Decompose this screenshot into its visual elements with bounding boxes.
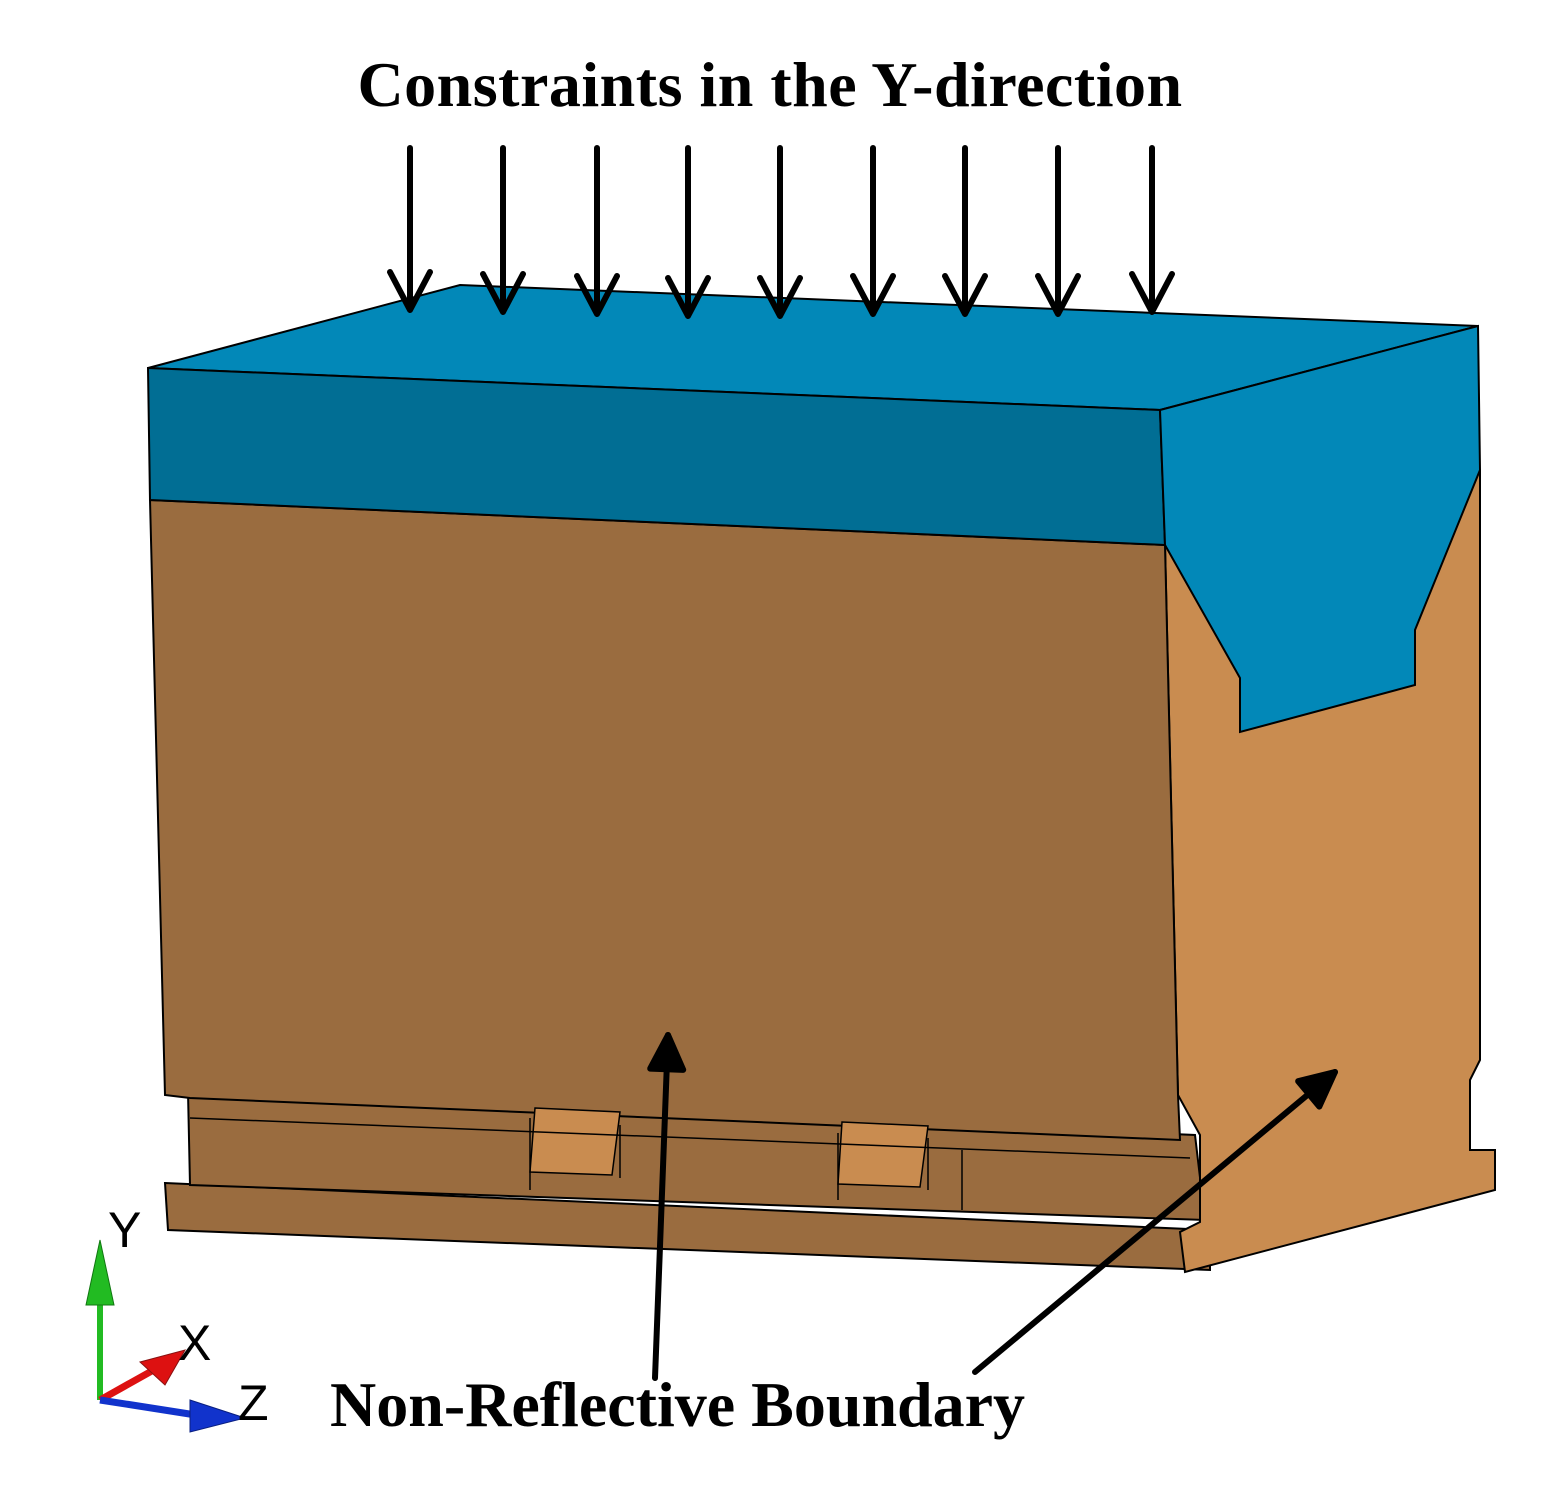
foundation-bottom-strip <box>163 1181 1211 1272</box>
constraint-arrow-head <box>942 273 988 317</box>
boundary-pointer-side-head <box>1295 1069 1338 1110</box>
recess-pocket-1 <box>529 1107 621 1176</box>
top-layer-side-face <box>1158 324 1482 734</box>
constraint-arrow-head <box>1035 273 1081 317</box>
boundary-pointer-side-shaft <box>972 1069 1338 1375</box>
constraint-arrow-head <box>574 273 620 317</box>
constraint-arrow-head <box>387 269 433 313</box>
constraint-arrow-head <box>757 275 803 319</box>
axis-y-arrowhead <box>85 1239 115 1306</box>
axis-triad <box>85 1239 247 1433</box>
constraint-arrow-head <box>850 273 896 317</box>
boundary-pointer-arrows <box>647 1032 1338 1381</box>
boundary-label: Non-Reflective Boundary <box>330 1369 1026 1440</box>
recess-pocket-2 <box>837 1121 929 1188</box>
constraint-arrow-head <box>480 271 526 315</box>
constraint-arrow-head <box>665 275 711 319</box>
constraint-arrow-head <box>1129 271 1175 315</box>
axis-z-label: Z <box>238 1375 269 1431</box>
boundary-pointer-front-head <box>647 1032 687 1073</box>
axis-z-arrowhead <box>189 1399 247 1433</box>
axis-x-arrowhead <box>138 1349 187 1386</box>
axis-x-label: X <box>178 1315 212 1371</box>
axis-y-label: Y <box>108 1202 142 1258</box>
constraint-label: Constraints in the Y-direction <box>357 49 1183 120</box>
constraint-arrows <box>387 145 1175 319</box>
edge-line <box>189 1117 1191 1159</box>
boundary-pointer-front-shaft <box>652 1032 671 1381</box>
